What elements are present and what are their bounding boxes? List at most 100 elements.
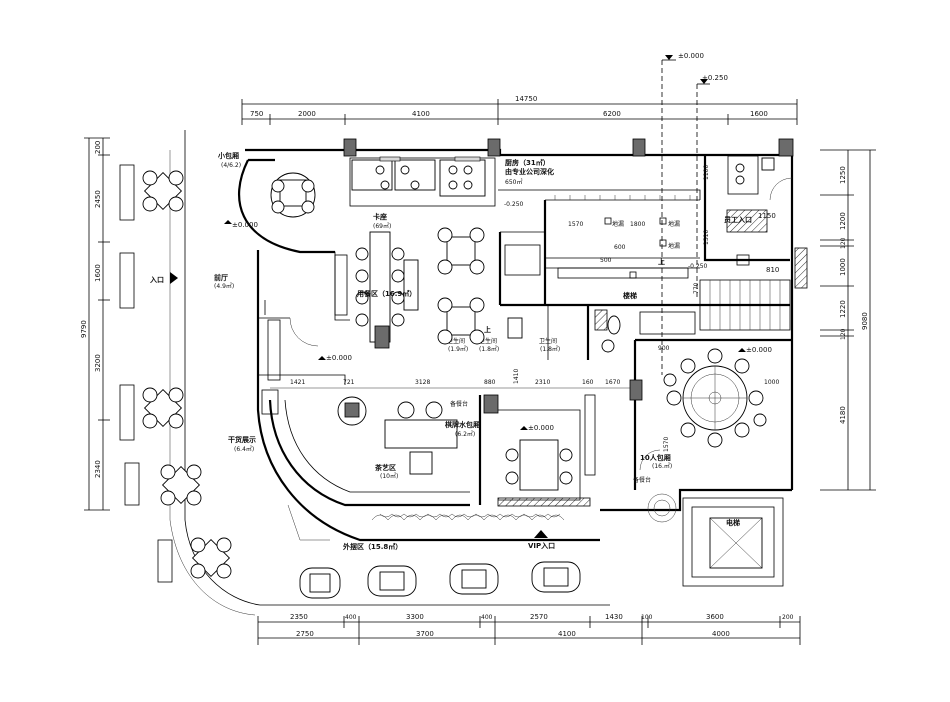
top-dimension-chain: 14750 750 2000 4100 6200 1600: [241, 95, 798, 125]
label-restroom-f: 卫生间: [447, 337, 465, 345]
restrooms: 卫生间 (1.9㎡) 卫生间 (1.8㎡) 卫生间 (1.8㎡) 上: [447, 303, 790, 360]
mid-dimension-chain: 1421 721 3128 880 1410 2310 160 1670: [270, 369, 640, 389]
dim-top-1: 750: [250, 110, 263, 118]
label-vip-entrance: VIP入口: [528, 542, 555, 550]
column: [632, 138, 646, 157]
elev-top-1: ±0.000: [678, 52, 704, 60]
section-markers: ±0.000 +0.250: [661, 52, 728, 375]
label-vip10-area: (16.㎡): [652, 462, 672, 470]
table-set: [437, 227, 485, 275]
dim-810: 810: [766, 266, 779, 274]
label-up-2: 上: [658, 257, 665, 266]
elev-vip10: ±0.000: [746, 346, 772, 354]
dim-160: 160: [582, 379, 594, 386]
dim-880: 880: [484, 379, 496, 386]
vip-10-room: 10人包厢 (16.㎡) ±0.000 900 1000 1570 备餐台: [629, 338, 792, 490]
dim-2310: 2310: [535, 379, 550, 386]
dim-bottom-r2-3: 4100: [558, 630, 576, 638]
dim-top-2: 2000: [298, 110, 316, 118]
dim-left-2: 2450: [94, 190, 102, 208]
outdoor-table-set: [142, 387, 184, 429]
entrance-arrow-icon: [170, 272, 178, 284]
vip-entrance: VIP入口: [528, 530, 555, 550]
dim-left-3: 1600: [94, 264, 102, 282]
dim-bottom-4: 400: [481, 614, 493, 621]
dim-kitchen-1800: 1800: [630, 221, 645, 228]
label-foyer-area: (4.9㎡): [214, 282, 234, 290]
dim-left-4: 3200: [94, 354, 102, 372]
dim-left-1: 200: [94, 141, 102, 154]
label-main-entrance: 入口: [149, 276, 164, 284]
label-restroom-x: 卫生间: [539, 337, 557, 345]
dim-right-1: 1250: [839, 166, 847, 184]
drain-1: 地漏: [612, 220, 624, 228]
outdoor-table-set: [190, 537, 232, 579]
outdoor-booth: [449, 563, 499, 595]
dim-top-total: 14750: [515, 95, 537, 103]
label-kitchen-note: 由专业公司深化: [505, 167, 554, 176]
foyer: 前厅 (4.9㎡): [214, 273, 346, 415]
outdoor-table-set: [160, 464, 202, 506]
table-set: [437, 297, 485, 345]
dim-bottom-7: 100: [641, 614, 653, 621]
door-frame-hatch: [794, 247, 808, 289]
staff-entrance-hatch: [726, 209, 768, 233]
kitchen-equipment-row: [554, 195, 691, 200]
dim-kitchen-500: 500: [600, 257, 612, 264]
dim-bottom-1: 2350: [290, 613, 308, 621]
dim-bottom-9: 200: [782, 614, 794, 621]
label-restroom-m: 卫生间: [479, 337, 497, 345]
label-restroom-f-area: (1.9㎡): [448, 345, 468, 353]
bottom-dimension-chain: 2350 400 3300 400 2570 1430 100 3600 200…: [257, 613, 801, 645]
dim-1670: 1670: [605, 379, 620, 386]
label-up-1: 上: [484, 325, 491, 334]
dim-bottom-2: 400: [345, 614, 357, 621]
drain-3: 地漏: [668, 242, 680, 250]
outdoor-booth: [299, 567, 341, 599]
elev-top-2: +0.250: [702, 74, 728, 82]
elev-kitchen-minus: -0.250: [688, 263, 708, 270]
label-dry-goods: 干货展示: [228, 435, 256, 444]
elev-private-room: ±0.000: [528, 424, 554, 432]
label-prep: 备餐台: [450, 400, 468, 408]
dim-bottom-6: 1430: [605, 613, 623, 621]
dim-right-2: 1200: [839, 212, 847, 230]
column: [487, 138, 501, 157]
dim-right-7: 4180: [839, 406, 847, 424]
elev-center: ±0.000: [326, 354, 352, 362]
dim-left-5: 2340: [94, 460, 102, 478]
label-kitchen: 厨房（31㎡）: [505, 158, 550, 167]
label-vip10: 10人包厢: [640, 453, 671, 462]
toilet: [607, 315, 621, 335]
label-kitchen-area: 650㎡: [505, 178, 522, 186]
column: [778, 138, 794, 157]
left-dimension-chain: 9790 200 2450 1600 3200 2340: [80, 137, 110, 511]
label-small-room-area: (4/6.2): [221, 162, 241, 169]
dim-right-3: 120: [840, 237, 847, 249]
column: [343, 138, 357, 157]
dry-goods-and-tea: 干货展示 (6.4㎡) 茶艺区 (10㎡): [228, 394, 499, 541]
outdoor-table-set: [142, 170, 184, 212]
building-walls: [237, 138, 794, 542]
dim-top-3: 4100: [412, 110, 430, 118]
dim-kitchen-600: 600: [614, 244, 626, 251]
kitchen: 厨房（31㎡） 由专业公司深化 650㎡ -0.250 1570 地漏 1800: [349, 156, 710, 305]
label-outdoor: 外摆区（15.8㎡）: [343, 542, 402, 551]
private-room: 棋牌水包厢 (6.2㎡) ±0.000 备餐台: [445, 394, 596, 507]
label-staff-entry: 员工入口: [724, 215, 752, 224]
label-stairs: 楼梯: [623, 291, 637, 300]
label-restroom-x-area: (1.8㎡): [540, 345, 560, 353]
dim-bottom-r2-4: 4000: [712, 630, 730, 638]
booth-long-table: [369, 231, 391, 343]
vip-entrance-arrow-icon: [534, 530, 548, 538]
label-dry-goods-area: (6.4㎡): [234, 445, 254, 453]
toilet: [507, 317, 523, 339]
dim-1570b: 1570: [663, 437, 670, 452]
label-prep-2: 备餐台: [633, 476, 651, 484]
dim-bottom-r2-1: 2750: [296, 630, 314, 638]
tea-counter: [384, 419, 458, 449]
label-private-room: 棋牌水包厢: [445, 420, 480, 429]
dim-bottom-5: 2570: [530, 613, 548, 621]
drain-2: 地漏: [668, 220, 680, 228]
